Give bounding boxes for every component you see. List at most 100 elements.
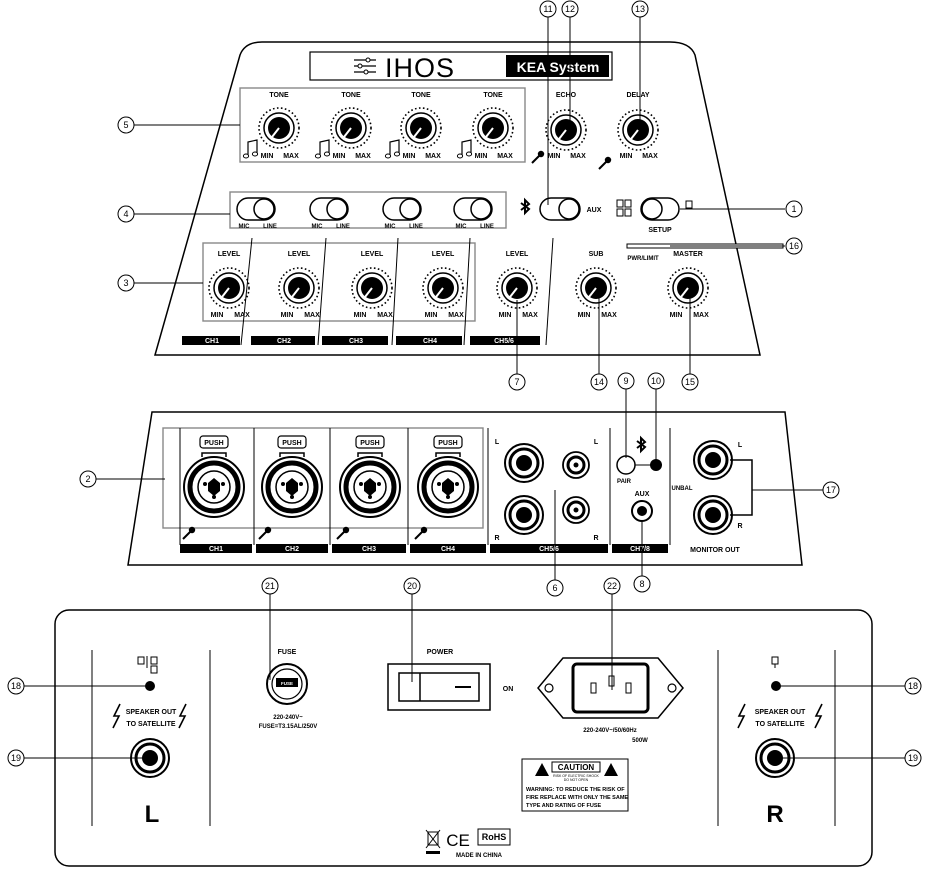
power-switch[interactable] bbox=[387, 663, 491, 711]
max-label: MAX bbox=[601, 312, 617, 319]
right-label: R bbox=[494, 535, 499, 542]
channel-label-ch56: CH5/6 bbox=[539, 546, 559, 553]
speaker-out-label: SPEAKER OUT bbox=[126, 709, 177, 716]
weee-bin-icon bbox=[425, 829, 441, 854]
callout-number: 19 bbox=[908, 753, 918, 763]
fuse-rating-1: 220-240V~ bbox=[273, 715, 303, 721]
callout-number: 19 bbox=[11, 753, 21, 763]
aux-label: AUX bbox=[587, 207, 602, 214]
monitor-out-jack-l[interactable] bbox=[692, 439, 734, 481]
push-label: PUSH bbox=[282, 440, 301, 447]
pwr-limit-label: PWR/LIMIT bbox=[627, 256, 659, 262]
on-label: ON bbox=[503, 686, 514, 693]
logo-icon bbox=[354, 57, 376, 75]
channel-label-ch78: CH7/8 bbox=[630, 546, 650, 553]
mic-label: MIC bbox=[385, 224, 397, 230]
rca-input-ch5-l[interactable] bbox=[561, 450, 591, 480]
line-label: LINE bbox=[336, 224, 350, 230]
max-label: MAX bbox=[425, 153, 441, 160]
callout-number: 1 bbox=[791, 204, 796, 214]
push-label: PUSH bbox=[438, 440, 457, 447]
aux-input-jack[interactable] bbox=[631, 500, 653, 522]
speaker-icon bbox=[685, 200, 693, 209]
delay-label: DELAY bbox=[626, 92, 649, 99]
fuse-holder[interactable] bbox=[266, 663, 308, 705]
min-label: MIN bbox=[578, 312, 591, 319]
monitor-out-jack-r[interactable] bbox=[692, 494, 734, 536]
rear-panel: SPEAKER OUT TO SATELLITE L FUSE FUSE 220… bbox=[54, 609, 873, 867]
caution-label-box bbox=[521, 758, 629, 812]
channel-label-ch3: CH3 bbox=[349, 338, 363, 345]
push-label: PUSH bbox=[204, 440, 223, 447]
channel-label-ch2: CH2 bbox=[277, 338, 291, 345]
mic-label: MIC bbox=[239, 224, 251, 230]
max-label: MAX bbox=[522, 312, 538, 319]
system-name: KEA System bbox=[517, 59, 600, 75]
warning-line-3: TYPE AND RATING OF FUSE bbox=[526, 803, 602, 809]
callout-number: 18 bbox=[908, 681, 918, 691]
mains-inlet[interactable] bbox=[537, 657, 684, 719]
speaker-pair-icon bbox=[616, 199, 632, 217]
callout-number: 3 bbox=[123, 278, 128, 288]
jack-input-ch5-l[interactable] bbox=[503, 442, 545, 484]
lightning-icon bbox=[112, 703, 121, 729]
speaker-pair-icon bbox=[137, 656, 158, 674]
callout-number: 6 bbox=[552, 583, 557, 593]
setup-label: SETUP bbox=[648, 227, 672, 234]
fuse-rating-2: FUSE=T3.15AL/250V bbox=[259, 724, 318, 730]
pair-button[interactable] bbox=[616, 455, 636, 475]
level-label: LEVEL bbox=[432, 251, 455, 258]
max-label: MAX bbox=[304, 312, 320, 319]
mic-label: MIC bbox=[456, 224, 468, 230]
callout-number: 4 bbox=[123, 209, 128, 219]
bluetooth-led bbox=[650, 459, 662, 471]
callout-number: 15 bbox=[685, 377, 695, 387]
mains-power: 500W bbox=[632, 738, 648, 744]
min-label: MIN bbox=[620, 153, 633, 160]
echo-label: ECHO bbox=[556, 92, 577, 99]
min-label: MIN bbox=[670, 312, 683, 319]
channel-label-ch2: CH2 bbox=[285, 546, 299, 553]
tone-label: TONE bbox=[341, 92, 361, 99]
callout-lines bbox=[24, 16, 905, 759]
tone-label: TONE bbox=[483, 92, 503, 99]
callout-number: 18 bbox=[11, 681, 21, 691]
mic-line-switch-ch3[interactable] bbox=[382, 197, 422, 221]
callout-number: 9 bbox=[623, 376, 628, 386]
callout-number: 12 bbox=[565, 4, 575, 14]
jack-input-ch6-r[interactable] bbox=[503, 494, 545, 536]
speaker-out-label: SPEAKER OUT bbox=[755, 709, 806, 716]
callout-number: 17 bbox=[826, 485, 836, 495]
top-control-panel: IHOS KEA System TONE TONE TONE TONE MIN … bbox=[154, 41, 784, 356]
setup-switch[interactable] bbox=[640, 197, 680, 221]
mic-line-switch-ch1[interactable] bbox=[236, 197, 276, 221]
level-label: LEVEL bbox=[506, 251, 529, 258]
min-label: MIN bbox=[403, 153, 416, 160]
monitor-out-label: MONITOR OUT bbox=[690, 547, 740, 554]
callout-number: 13 bbox=[635, 4, 645, 14]
mic-line-switch-ch4[interactable] bbox=[453, 197, 493, 221]
tone-label: TONE bbox=[269, 92, 289, 99]
left-label: L bbox=[495, 439, 500, 446]
max-label: MAX bbox=[377, 312, 393, 319]
min-label: MIN bbox=[425, 312, 438, 319]
min-label: MIN bbox=[499, 312, 512, 319]
callout-number: 8 bbox=[639, 579, 644, 589]
channel-label-ch4: CH4 bbox=[423, 338, 437, 345]
max-label: MAX bbox=[497, 153, 513, 160]
right-label: R bbox=[593, 535, 598, 542]
mic-line-switch-ch2[interactable] bbox=[309, 197, 349, 221]
callout-number: 22 bbox=[607, 581, 617, 591]
bluetooth-icon bbox=[636, 435, 647, 454]
bluetooth-aux-switch[interactable] bbox=[539, 197, 581, 221]
tone-label: TONE bbox=[411, 92, 431, 99]
min-label: MIN bbox=[354, 312, 367, 319]
caution-title: CAUTION bbox=[558, 763, 595, 772]
level-label: LEVEL bbox=[288, 251, 311, 258]
push-label: PUSH bbox=[360, 440, 379, 447]
rca-input-ch6-r[interactable] bbox=[561, 495, 591, 525]
sub-label: SUB bbox=[589, 251, 604, 258]
channel-label-ch3: CH3 bbox=[362, 546, 376, 553]
to-satellite-label: TO SATELLITE bbox=[126, 721, 175, 728]
